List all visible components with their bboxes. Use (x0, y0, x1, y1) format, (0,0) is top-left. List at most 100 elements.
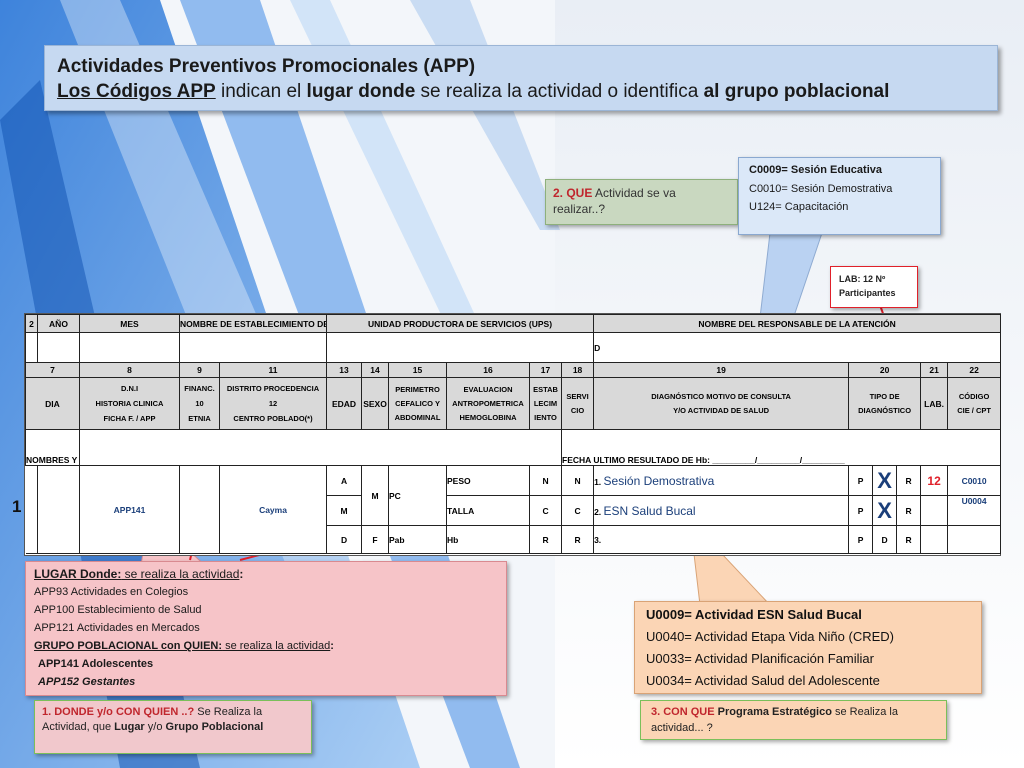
cell-n-1: N (529, 465, 563, 496)
responsable-d: D (593, 332, 1002, 363)
title-text-b: indican el (215, 81, 307, 102)
header-edad: EDAD (326, 377, 363, 430)
code-u0009: U0009= Actividad ESN Salud Bucal (646, 607, 862, 622)
con-que-rest: se Realiza la actividad... ? (651, 706, 898, 734)
callout-u-codes: U0009= Actividad ESN Salud Bucal U0040= … (634, 601, 982, 694)
activity-2: ESN Salud Bucal (603, 503, 696, 518)
row-number: 1 (12, 497, 22, 516)
cell-diag-1: 1. Sesión Demostrativa (593, 465, 850, 496)
code-u124: U124= Capacitación (749, 201, 849, 213)
callout-lab-line1: LAB: 12 Nº (839, 274, 886, 284)
title-grupo: al grupo poblacional (703, 81, 890, 102)
grupo-app152: APP152 Gestantes (38, 676, 136, 688)
title-text-d: se realiza la actividad o identifica (415, 81, 704, 102)
code-c0009: C0009= Sesión Educativa (749, 164, 882, 176)
callout-que-num: 2. (553, 186, 567, 200)
cell-sexo-m: M (361, 465, 390, 526)
header-ano: AÑO (37, 314, 80, 333)
col-18: 18 (561, 362, 595, 378)
cell-x-1: X (872, 465, 898, 496)
cell-p-1: P (848, 465, 874, 496)
label-nombres: NOMBRES Y APELLIDOS PACIENTE: (25, 429, 80, 466)
his-form-table: 2 AÑO MES NOMBRE DE ESTABLECIMIENTO DE S… (25, 314, 1002, 554)
header-responsable: NOMBRE DEL RESPONSABLE DE LA ATENCIÓN (593, 314, 1002, 333)
code-u0034: U0034= Actividad Salud del Adolescente (646, 673, 880, 688)
donde-yo: y/o (144, 721, 166, 733)
cell-p-2: P (848, 495, 874, 526)
code-c0010: C0010= Sesión Demostrativa (749, 183, 893, 195)
title-lugar: lugar donde (306, 81, 416, 102)
title-subheading: Los Códigos APP indican el lugar donde s… (57, 79, 985, 105)
callout-lab-line2: Participantes (839, 288, 896, 298)
header-lab: LAB. (920, 377, 949, 430)
callout-codes: C0009= Sesión Educativa C0010= Sesión De… (738, 157, 941, 235)
cell-peso: PESO (446, 465, 531, 496)
grupo-heading-rest: se realiza la actividad (222, 640, 331, 652)
cell-edad-m: M (326, 495, 363, 526)
col-16: 16 (446, 362, 531, 378)
col-num: 2 (25, 314, 38, 333)
cell-edad-d: D (326, 525, 363, 554)
cell-code-2: U0004 (947, 495, 1002, 526)
code-u0040: U0040= Actividad Etapa Vida Niño (CRED) (646, 629, 894, 644)
donde-grupo: Grupo Poblacional (165, 721, 264, 733)
cell-x-2: X (872, 495, 898, 526)
cell-c-2: C (561, 495, 595, 526)
cell-n-2: N (561, 465, 595, 496)
label-fecha-hb: FECHA ULTIMO RESULTADO DE Hb: _________/… (561, 429, 1002, 466)
cell-d-3: D (872, 525, 898, 554)
header-mes: MES (79, 314, 180, 333)
code-u0033: U0033= Actividad Planificación Familiar (646, 651, 874, 666)
cell-c-1: C (529, 495, 563, 526)
con-que-strong: 3. CON QUE (651, 706, 715, 718)
header-establecimiento: NOMBRE DE ESTABLECIMIENTO DE SALUD (IPRE… (178, 314, 328, 333)
title-codes-app: Los Códigos APP (57, 81, 216, 102)
callout-con-que: 3. CON QUE Programa Estratégico se Reali… (640, 700, 947, 740)
grupo-heading: GRUPO POBLACIONAL con QUIEN: (34, 640, 223, 652)
col-17: 17 (529, 362, 563, 378)
cell-r-2: R (896, 495, 922, 526)
grupo-app141: APP141 Adolescentes (38, 658, 154, 670)
callout-lab: LAB: 12 Nº Participantes (830, 266, 918, 308)
callout-lugar: LUGAR Donde: se realiza la actividad: AP… (25, 561, 507, 696)
cell-r-3: R (896, 525, 922, 554)
callout-que-rest: Actividad se va realizar..? (553, 186, 676, 216)
donde-text: Se Realiza la Actividad, que (42, 706, 263, 733)
cell-r-1: R (896, 465, 922, 496)
cell-talla: TALLA (446, 495, 531, 526)
lugar-heading: LUGAR Donde: (34, 567, 122, 581)
cell-edad-a: A (326, 465, 363, 496)
col-19: 19 (593, 362, 850, 378)
callout-que: 2. QUE Actividad se va realizar..? (545, 179, 738, 225)
header-sexo: SEXO (361, 377, 390, 430)
col-14: 14 (361, 362, 390, 378)
lugar-heading-rest: se realiza la actividad (121, 567, 240, 581)
cell-r-b: R (561, 525, 595, 554)
cell-distrito: Cayma (218, 465, 328, 554)
cell-diag-3: 3. (593, 525, 850, 554)
col-15: 15 (388, 362, 448, 378)
lugar-app121: APP121 Actividades en Mercados (34, 622, 200, 634)
cell-code-1: C0010 (947, 465, 1002, 496)
lugar-app100: APP100 Establecimiento de Salud (34, 604, 202, 616)
cell-r-a: R (529, 525, 563, 554)
col-11: 11 (218, 362, 328, 378)
col-20: 20 (848, 362, 922, 378)
header-ups: UNIDAD PRODUCTORA DE SERVICIOS (UPS) (326, 314, 595, 333)
cell-hb: Hb (446, 525, 531, 554)
title-banner: Actividades Preventivos Promocionales (A… (44, 45, 998, 111)
con-que-programa: Programa Estratégico (714, 706, 832, 718)
donde-strong: 1. DONDE y/o CON QUIEN ..? (42, 706, 195, 718)
activity-1: Sesión Demostrativa (603, 473, 715, 488)
col-21: 21 (920, 362, 949, 378)
cell-sexo-f: F (361, 525, 390, 554)
